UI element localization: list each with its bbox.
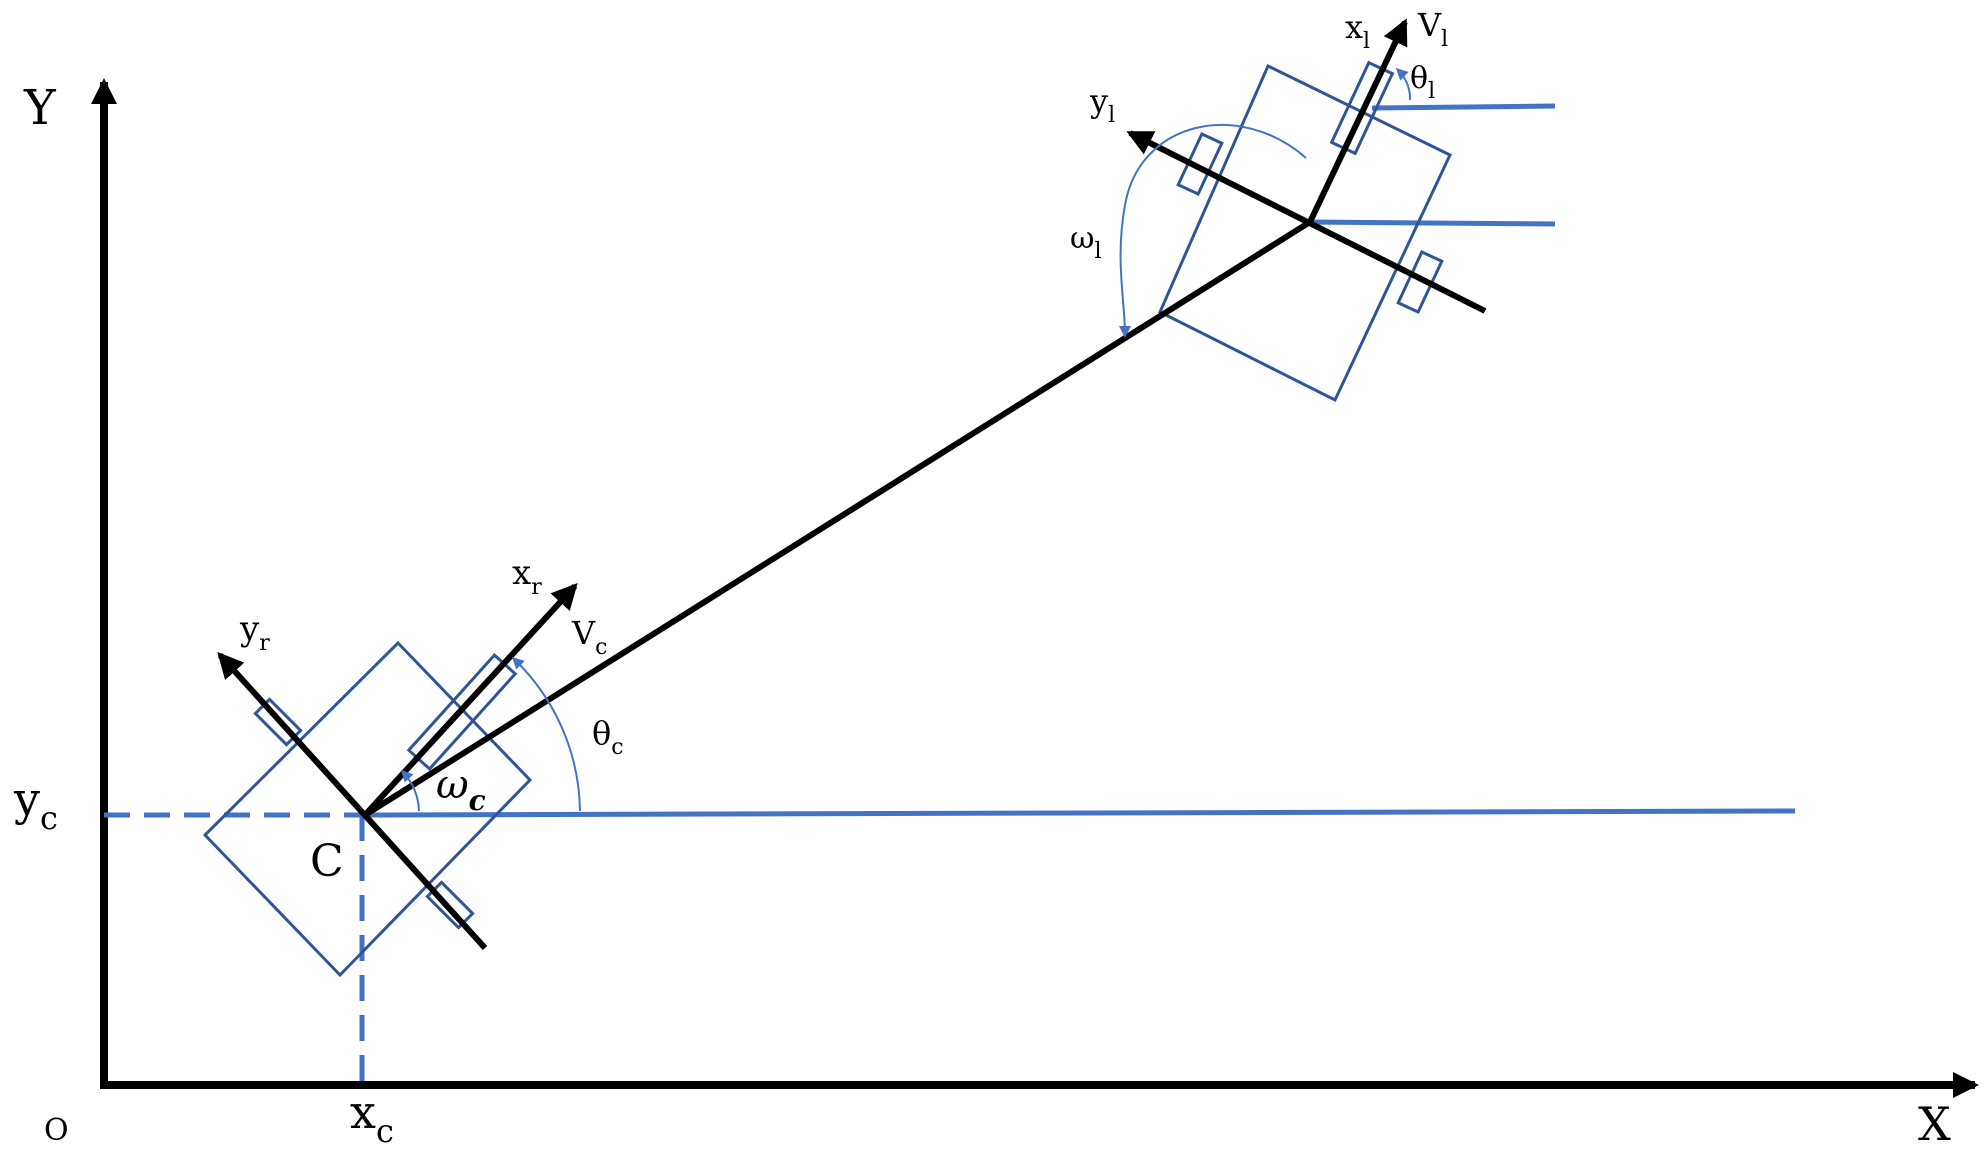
leader-wheel-left [1176,131,1224,197]
follower-xr-axis [362,583,578,818]
leader-xl-axis [1307,18,1408,224]
follower-robot-body [202,640,533,978]
theta-l-arc [1395,67,1412,101]
follower-robot [202,583,578,978]
omega-c-label: ωc [436,762,486,817]
vc-label: Vc [571,614,607,660]
xl-label: xl [1345,8,1370,54]
origin-label: O [44,1113,69,1148]
xc-label: xc [350,1085,394,1150]
omega-l-arc [1118,124,1307,338]
leader-horizontal-reference-top [1371,103,1556,111]
x-axis-label: X [1918,1097,1951,1151]
leader-robot-body [1158,63,1452,403]
vl-label: Vl [1417,6,1448,52]
theta-l-label: θl [1410,61,1435,104]
theta-c-label: θc [592,714,624,760]
follower-leader-link [363,219,1312,818]
point-c-label: C [310,836,344,887]
omega-l-label: ωl [1070,221,1102,264]
xr-label: xr [512,553,542,600]
omega-c-arc [400,769,420,812]
follower-horizontal-reference [364,808,1796,818]
follower-yr-axis [217,652,488,951]
theta-c-arc [511,656,581,812]
yr-label: yr [239,609,270,656]
leader-horizontal-reference-center [1304,219,1556,227]
y-axis-label: Y [23,80,57,136]
yc-label: yc [13,772,58,837]
leader-wheel-right [1396,249,1444,315]
yl-label: yl [1089,82,1115,128]
